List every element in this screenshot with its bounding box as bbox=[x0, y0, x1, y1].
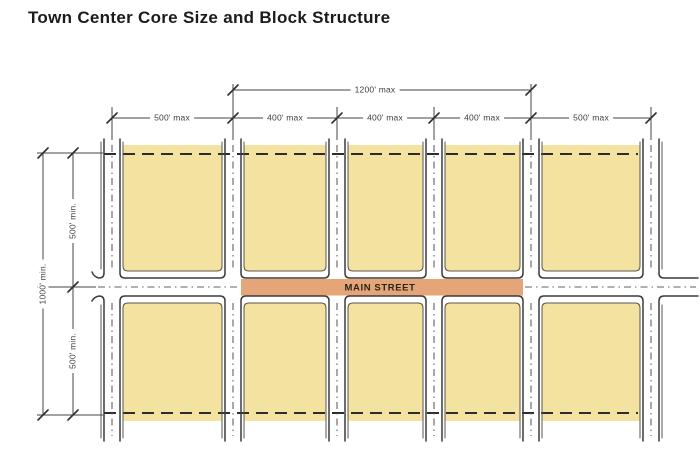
block bbox=[123, 145, 222, 271]
block bbox=[244, 303, 326, 421]
block bbox=[348, 303, 423, 421]
block bbox=[348, 145, 423, 271]
block bbox=[542, 303, 640, 421]
dim-block-width-5: 500' max bbox=[569, 112, 613, 124]
block bbox=[445, 303, 520, 421]
dim-block-width-2: 400' max bbox=[263, 112, 307, 124]
block bbox=[244, 145, 326, 271]
dim-half-height-top: 500' min. bbox=[67, 198, 79, 244]
dim-overall-height: 1000' min. bbox=[37, 259, 49, 309]
block-edge-lines bbox=[100, 141, 663, 439]
main-street-label: MAIN STREET bbox=[344, 282, 416, 294]
street-center-lines bbox=[98, 145, 696, 436]
dim-block-width-1: 500' max bbox=[150, 112, 194, 124]
town-blocks bbox=[123, 145, 640, 421]
dimension-ticks bbox=[37, 84, 657, 421]
main-street-band bbox=[241, 279, 523, 296]
block bbox=[123, 303, 222, 421]
core-boundary-dashed-line bbox=[104, 153, 638, 414]
block bbox=[542, 145, 640, 271]
dim-overall-width: 1200' max bbox=[350, 84, 400, 96]
page-title: Town Center Core Size and Block Structur… bbox=[28, 8, 391, 27]
block bbox=[445, 145, 520, 271]
dim-block-width-4: 400' max bbox=[460, 112, 504, 124]
dim-half-height-bottom: 500' min. bbox=[67, 328, 79, 374]
street-curb-lines bbox=[91, 138, 699, 442]
dim-block-width-3: 400' max bbox=[363, 112, 407, 124]
